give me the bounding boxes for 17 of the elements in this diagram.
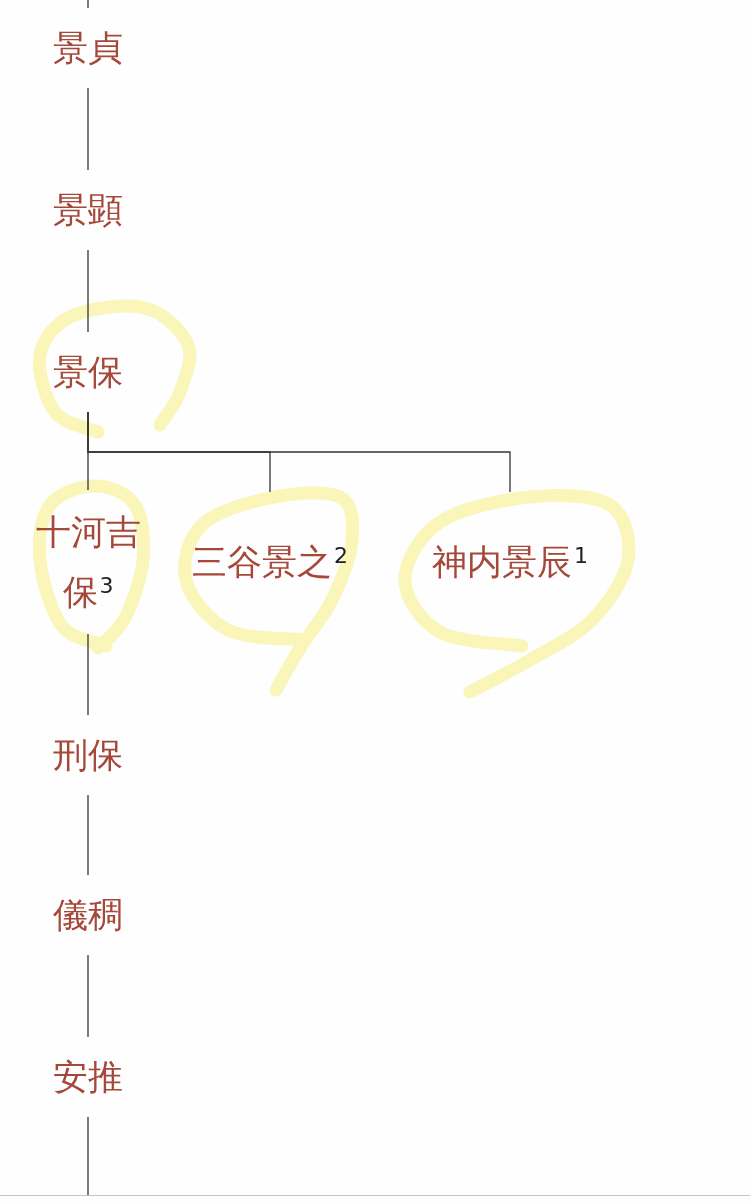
connector-line — [87, 954, 89, 1038]
connector-line — [87, 0, 89, 9]
connector-line — [87, 87, 89, 171]
name-text: 安推 — [53, 1037, 123, 1117]
connector-line — [87, 633, 89, 716]
name-text: 十河吉保$^{3}$ — [33, 490, 143, 634]
connector-line — [87, 249, 89, 333]
name-text: 景貞 — [53, 8, 123, 88]
name-text: 景保 — [53, 332, 123, 412]
connector-line — [87, 411, 511, 493]
connector-line — [87, 794, 89, 876]
name-text: 儀稠 — [53, 875, 123, 955]
name-text: 刑保 — [53, 715, 123, 795]
connector-line — [87, 1116, 89, 1196]
name-text: 景顕 — [53, 170, 123, 250]
name-text: 三谷景之$^{2}$ — [192, 492, 348, 632]
name-text: 神内景辰$^{1}$ — [432, 492, 588, 632]
